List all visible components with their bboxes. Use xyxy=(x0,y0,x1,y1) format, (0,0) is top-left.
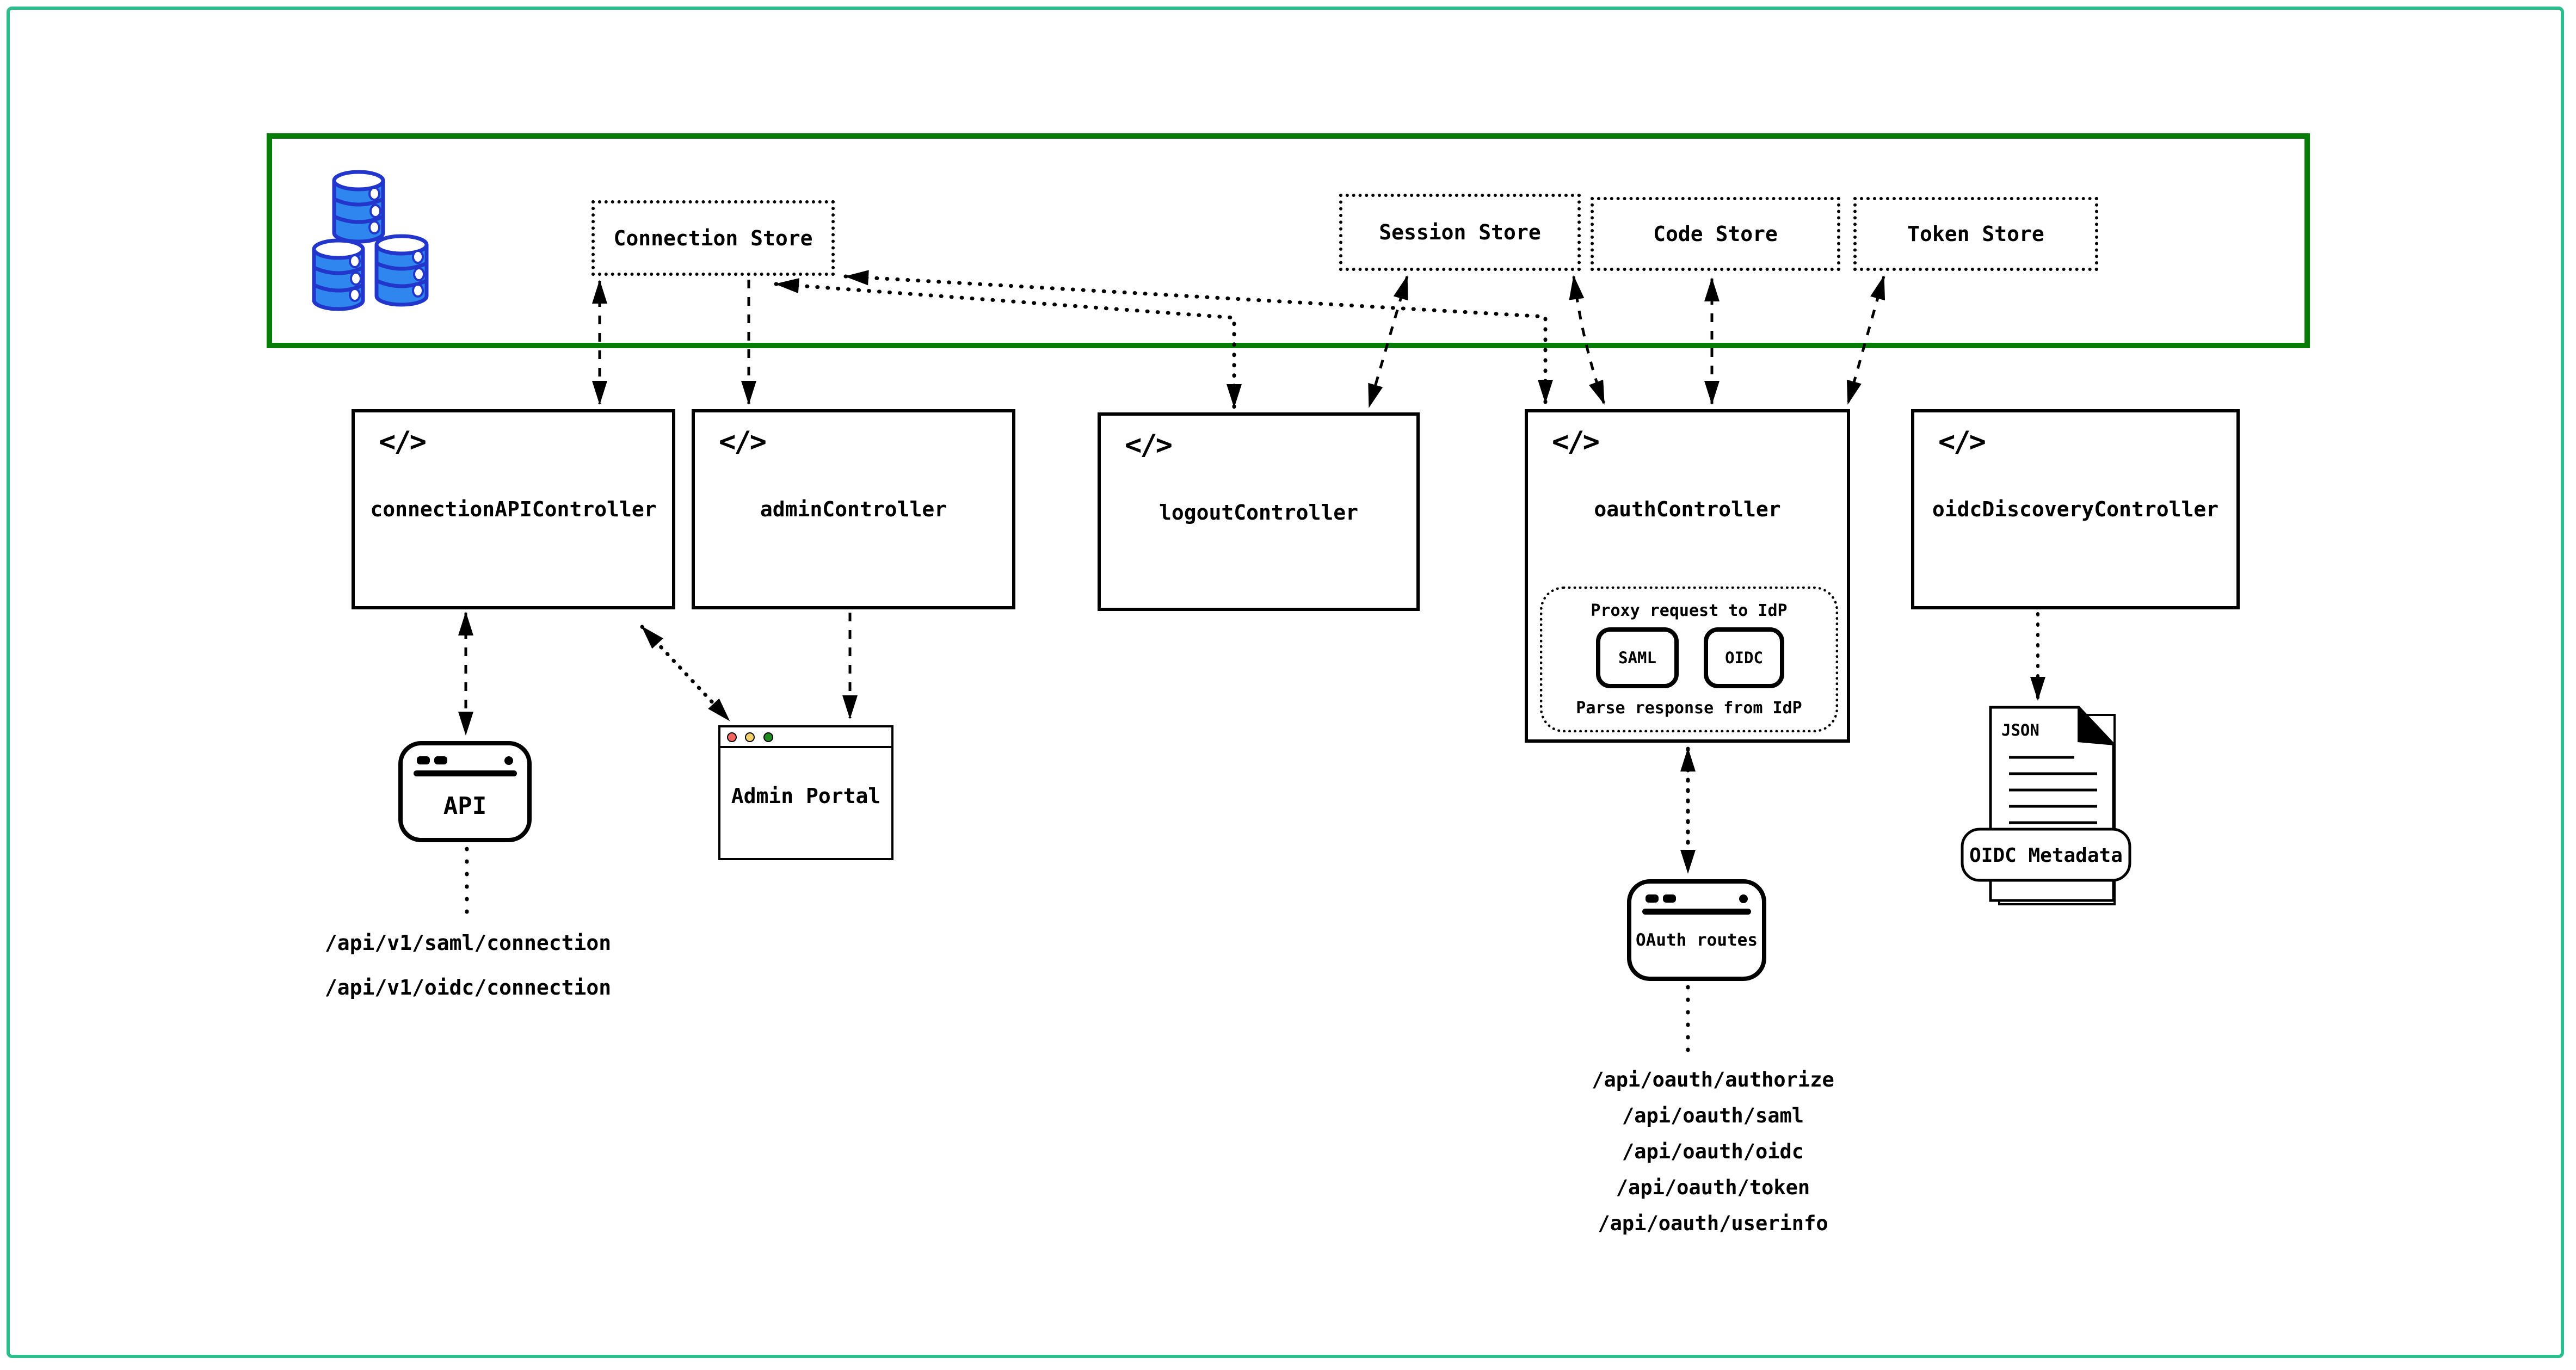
outer-frame xyxy=(7,7,2564,1358)
endpoint-text: /api/v1/saml/connection xyxy=(324,931,612,955)
admin-controller-box: </> adminController xyxy=(692,409,1015,609)
api-client-icon: API xyxy=(398,741,532,842)
token-store-box: Token Store xyxy=(1853,197,2098,271)
window-control-icon xyxy=(1739,894,1748,903)
window-control-icon xyxy=(504,756,513,765)
endpoint-text: /api/oauth/userinfo xyxy=(1598,1212,1828,1235)
endpoint-text: /api/v1/oidc/connection xyxy=(324,976,612,999)
admin-portal-window: Admin Portal xyxy=(718,725,893,860)
code-store-label: Code Store xyxy=(1653,222,1778,246)
oidc-discovery-controller-box: </> oidcDiscoveryController xyxy=(1911,409,2240,609)
saml-label: SAML xyxy=(1618,649,1656,667)
oauth-controller-label: oauthController xyxy=(1594,497,1781,521)
admin-portal-label: Admin Portal xyxy=(731,784,881,808)
window-title-bar xyxy=(720,727,891,748)
code-store-box: Code Store xyxy=(1591,197,1840,271)
endpoint-text: /api/oauth/oidc xyxy=(1622,1140,1804,1163)
connection-store-box: Connection Store xyxy=(591,200,835,276)
address-bar-icon xyxy=(1642,909,1751,915)
idp-proxy-group: Proxy request to IdP SAML OIDC Parse res… xyxy=(1540,587,1838,732)
code-icon: </> xyxy=(379,425,427,458)
logout-controller-label: logoutController xyxy=(1158,501,1359,524)
oauth-routes-label: OAuth routes xyxy=(1636,930,1758,950)
code-icon: </> xyxy=(1552,425,1600,458)
oauth-controller-box: </> oauthController Proxy request to IdP… xyxy=(1525,409,1850,743)
maximize-light-icon xyxy=(763,732,773,742)
minimize-light-icon xyxy=(745,732,755,742)
parse-response-label: Parse response from IdP xyxy=(1576,699,1802,718)
connection-api-endpoints: /api/v1/saml/connection /api/v1/oidc/con… xyxy=(305,921,631,1010)
oidc-label: OIDC xyxy=(1725,649,1763,667)
oidc-discovery-controller-label: oidcDiscoveryController xyxy=(1932,497,2219,521)
connection-store-label: Connection Store xyxy=(613,226,813,250)
api-label: API xyxy=(443,792,487,820)
window-control-icon xyxy=(417,756,430,764)
endpoint-text: /api/oauth/saml xyxy=(1622,1104,1804,1127)
code-icon: </> xyxy=(719,425,767,458)
connection-api-controller-label: connectionAPIController xyxy=(370,497,657,521)
oidc-box: OIDC xyxy=(1704,627,1784,688)
code-icon: </> xyxy=(1938,425,1986,458)
session-store-label: Session Store xyxy=(1379,220,1541,244)
address-bar-icon xyxy=(414,770,517,776)
code-icon: </> xyxy=(1125,429,1173,461)
window-control-icon xyxy=(434,756,447,764)
logout-controller-box: </> logoutController xyxy=(1098,412,1420,611)
saml-box: SAML xyxy=(1596,627,1679,688)
window-control-icon xyxy=(1663,894,1676,903)
session-store-box: Session Store xyxy=(1339,194,1581,271)
oauth-routes-client-icon: OAuth routes xyxy=(1627,879,1766,981)
endpoint-text: /api/oauth/authorize xyxy=(1592,1068,1834,1091)
connection-api-controller-box: </> connectionAPIController xyxy=(352,409,675,609)
oauth-endpoints: /api/oauth/authorize /api/oauth/saml /ap… xyxy=(1550,1062,1876,1242)
proxy-request-label: Proxy request to IdP xyxy=(1591,601,1788,620)
admin-controller-label: adminController xyxy=(760,497,947,521)
close-light-icon xyxy=(727,732,737,742)
token-store-label: Token Store xyxy=(1907,222,2044,246)
window-control-icon xyxy=(1646,894,1659,903)
endpoint-text: /api/oauth/token xyxy=(1616,1176,1810,1199)
